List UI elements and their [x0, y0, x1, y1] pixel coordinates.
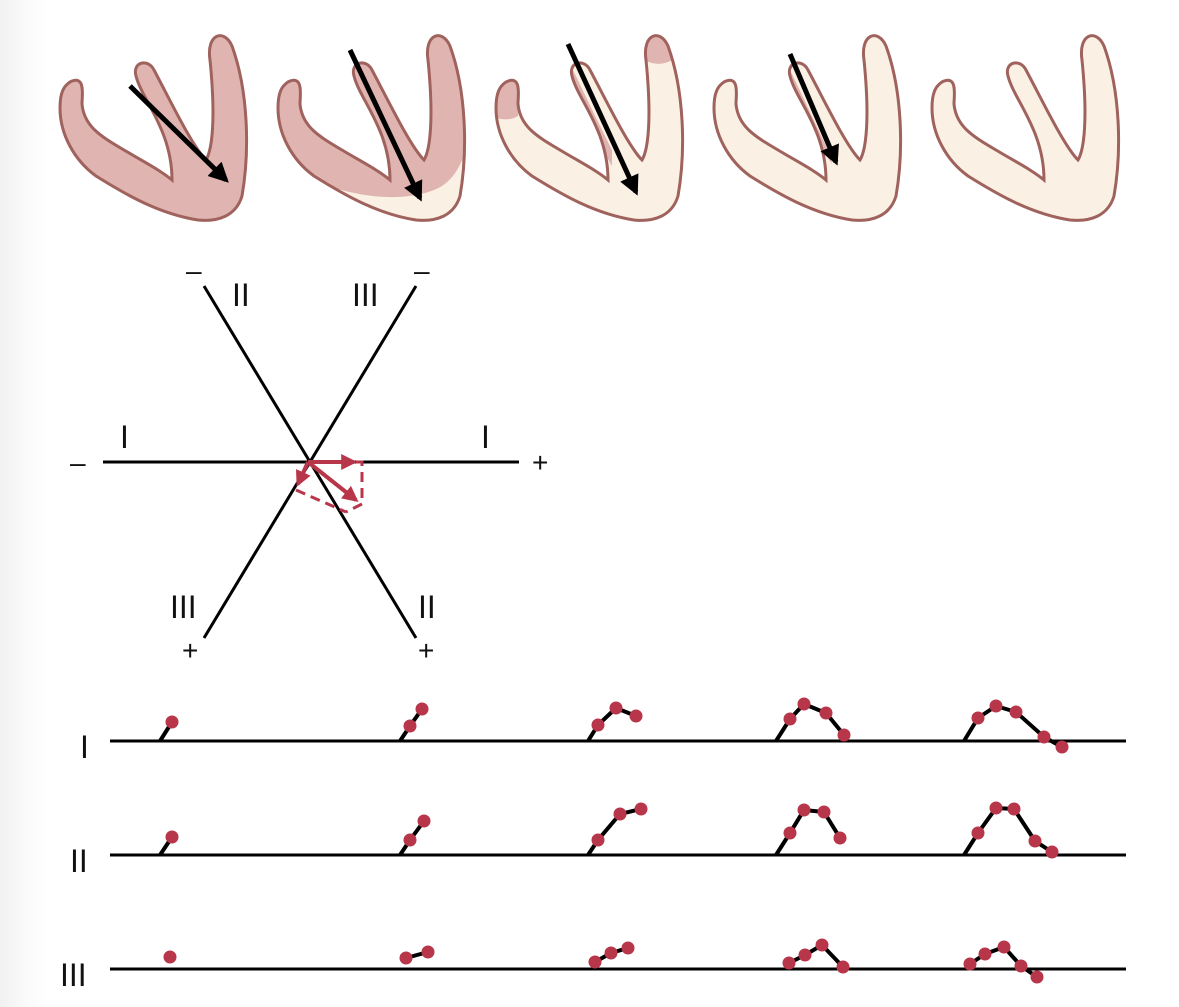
data-dot — [997, 940, 1011, 954]
data-dot — [399, 951, 413, 965]
data-dot — [783, 712, 797, 726]
heart-panel-2 — [276, 34, 467, 222]
data-dot — [989, 699, 1003, 713]
data-dot — [421, 945, 435, 959]
heart-panel-1 — [58, 34, 249, 222]
depolarization-vector-arrow — [565, 42, 639, 196]
data-dot — [604, 946, 618, 960]
depolarization-vector-arrow — [128, 84, 229, 183]
lead-I-negative-sign: – — [70, 447, 86, 478]
data-dot — [1045, 845, 1059, 859]
data-dot — [1014, 959, 1028, 973]
data-dot — [1037, 730, 1051, 744]
trace-label-lead-II: II — [70, 843, 88, 879]
data-dot — [989, 801, 1003, 815]
lead-III-label-bottom: III — [170, 589, 197, 625]
data-dot — [1030, 970, 1044, 984]
segment — [788, 942, 845, 969]
trace-lead-III: III — [60, 938, 1126, 993]
data-dot — [783, 826, 797, 840]
heart-panel-4 — [712, 34, 903, 222]
data-dot — [415, 702, 429, 716]
data-dot — [165, 715, 179, 729]
lead-I-label-left: I — [120, 419, 129, 455]
lead-I-positive-sign: + — [532, 447, 548, 478]
data-dot — [797, 697, 811, 711]
ecg-traces: I II — [60, 697, 1126, 993]
data-dot — [613, 807, 627, 821]
data-dot — [165, 830, 179, 844]
mean-vector-arrow — [306, 460, 359, 502]
data-dot — [963, 957, 977, 971]
data-dot — [634, 802, 648, 816]
data-dot — [621, 941, 635, 955]
lead-III-label-top: III — [352, 277, 379, 313]
trace-label-lead-I: I — [80, 729, 89, 765]
segment — [586, 807, 642, 857]
data-dot — [819, 706, 833, 720]
data-dot — [1007, 802, 1021, 816]
trace-label-lead-III: III — [60, 957, 87, 993]
lead-III-projection-arrow — [296, 461, 311, 487]
data-dot — [609, 701, 623, 715]
data-dot — [978, 947, 992, 961]
segment — [586, 705, 637, 743]
data-dot — [798, 948, 812, 962]
trace-lead-II: II — [70, 801, 1126, 879]
lead-II-positive-sign: + — [418, 635, 434, 666]
left-gutter — [0, 0, 48, 1007]
heart-panel-3 — [494, 34, 685, 222]
heart-panel-5 — [930, 34, 1121, 222]
lead-I-label-right: I — [481, 419, 490, 455]
projection-dashed-box — [295, 460, 364, 514]
lead-II-label-top: II — [232, 277, 250, 313]
lead-II-label-bottom: II — [418, 589, 436, 625]
data-dot — [971, 826, 985, 840]
data-dot — [836, 960, 850, 974]
data-dot — [797, 803, 811, 817]
lead-axis-system: I I – + II II – + III III – + — [70, 255, 548, 666]
data-dot — [971, 711, 985, 725]
data-dot — [591, 833, 605, 847]
data-dot — [403, 833, 417, 847]
data-dot — [1028, 834, 1042, 848]
data-dot — [588, 955, 602, 969]
lead-III-positive-sign: + — [182, 635, 198, 666]
data-dot — [163, 950, 177, 964]
data-dot — [782, 956, 796, 970]
data-dot — [591, 718, 605, 732]
data-dot — [629, 709, 643, 723]
projection-vectors — [295, 454, 364, 514]
data-dot — [417, 814, 431, 828]
data-dot — [1055, 740, 1069, 754]
data-dot — [815, 938, 829, 952]
data-dot — [817, 805, 831, 819]
depolarization-vector-arrow — [787, 53, 839, 166]
depolarization-vector-arrow — [347, 48, 423, 202]
data-dot — [1009, 705, 1023, 719]
lead-III-negative-sign: – — [414, 255, 430, 286]
data-dot — [403, 719, 417, 733]
lead-II-negative-sign: – — [186, 255, 202, 286]
data-dot — [837, 728, 851, 742]
trace-lead-I: I — [80, 697, 1126, 765]
data-dot — [833, 831, 847, 845]
